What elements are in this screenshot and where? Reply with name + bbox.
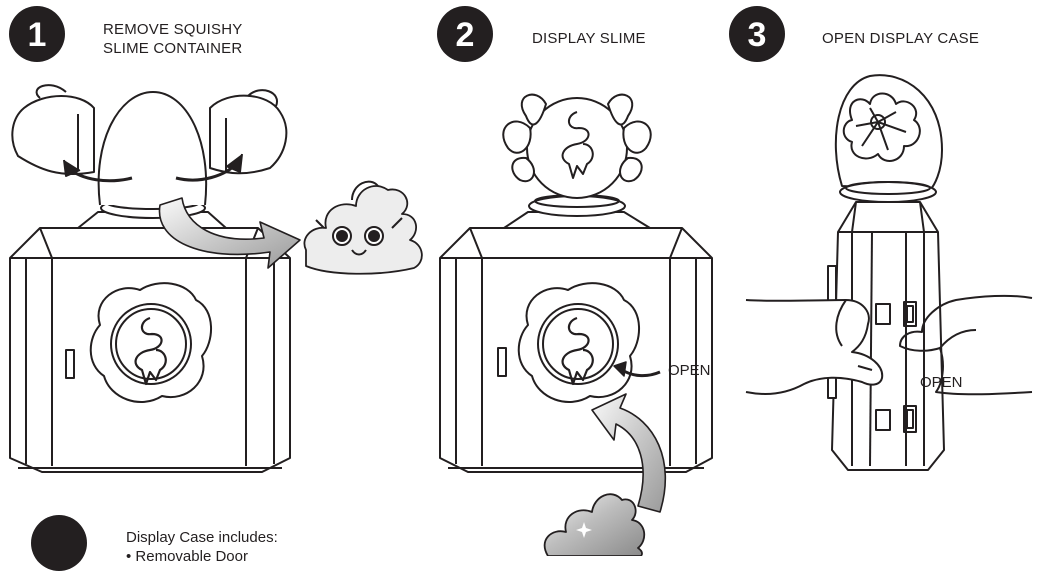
instruction-illustrations xyxy=(0,0,1037,556)
step-2-case-body xyxy=(440,195,712,472)
step-2-illustration xyxy=(440,95,712,556)
display-case-includes-note: Display Case includes: • Removable Door xyxy=(126,528,278,566)
step-1-illustration xyxy=(10,85,422,472)
step-3-open-label: OPEN xyxy=(920,374,963,391)
step-2-open-label: OPEN xyxy=(668,362,711,379)
step-3-dome xyxy=(836,75,942,202)
step-2-dome xyxy=(503,95,650,198)
step-1-case-body xyxy=(10,197,290,472)
slime-character-icon xyxy=(304,182,421,274)
step-3-illustration xyxy=(746,75,1032,470)
display-case-includes-line-2: • Removable Door xyxy=(126,547,278,566)
step-1-dome xyxy=(12,85,286,205)
slime-blob-icon xyxy=(545,494,645,556)
display-case-includes-line-1: Display Case includes: xyxy=(126,528,278,547)
